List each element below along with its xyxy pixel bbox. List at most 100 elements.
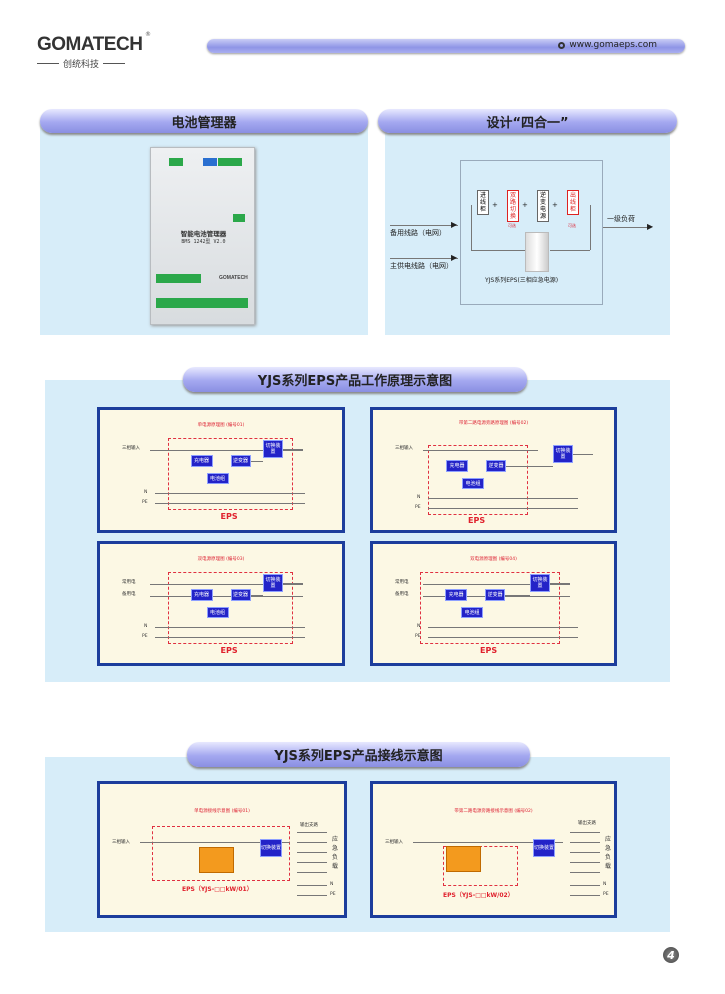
line [250,595,263,596]
n-label: N [603,882,607,887]
website-link[interactable]: www.gomaeps.com [558,40,657,50]
charger-box: 充电器 [445,589,468,601]
line [150,450,303,451]
diagram-title: 单电源原理图 (编号01) [197,423,245,428]
switch-box: 切换装置 [533,839,555,857]
converter-block [199,847,234,873]
line [140,842,290,843]
branch-line [570,842,600,843]
pe-line [155,503,305,504]
charger-box: 充电器 [190,455,213,467]
load-label: 负 [332,854,339,861]
n-line [428,627,578,628]
eps-label: EPS [468,516,486,525]
pe-label: PE [142,500,148,505]
branch-line [570,852,600,853]
line [423,584,570,585]
terminal-block [233,214,245,222]
input-label: 三相输入 [122,446,140,451]
arrow-icon: ▶ [647,222,654,231]
plus-sign: + [522,201,528,209]
switch-box: 切换装置 [530,574,550,592]
n-line [570,885,600,886]
eps-label: EPS [220,512,238,521]
inverter-box: 逆变器 [230,589,251,601]
inverter-box: 逆变器 [230,455,251,467]
pe-line [155,637,305,638]
input-label: 常用电 [395,580,409,585]
load-label: 载 [332,863,339,870]
n-line [155,627,305,628]
branch-line [570,862,600,863]
pe-label: PE [330,892,336,897]
line [390,258,458,259]
n-label: N [417,624,421,629]
n-line [428,498,578,499]
line [150,584,303,585]
line [505,595,530,596]
n-label: N [330,882,334,887]
output-label: 一级负荷 [607,215,635,223]
charger-box: 充电器 [446,460,468,472]
system-frame [460,160,603,305]
module-box-2: 双路切换 [507,190,519,222]
pe-label: PE [415,505,421,510]
eps-boundary [428,445,528,515]
line [573,454,593,455]
diagram-title: 双电源原理图 (编号04) [470,557,517,562]
pe-label: PE [603,892,609,897]
n-line [297,885,327,886]
header-bar: www.gomaeps.com [207,39,685,53]
plus-sign: + [492,201,498,209]
switch-box: 切换装置 [263,440,283,458]
branch-line [297,862,327,863]
four-in-one-heading: 设计“四合一” [378,109,677,133]
line [550,250,590,251]
battery-manager-heading: 电池管理器 [40,109,368,133]
input-label: 三相输入 [385,840,403,845]
backup-input-label: 备用线路（电网） [390,229,446,237]
n-label: N [417,495,421,500]
module-note: 可选 [568,223,576,228]
line [471,205,472,250]
line [150,596,303,597]
n-label: N [144,624,148,629]
input-label: 常用电 [122,580,136,585]
eps-cabinet-image [525,232,549,272]
branch-line [297,872,327,873]
switch-box: 切换装置 [553,445,573,463]
website-url: www.gomaeps.com [569,40,657,50]
line [471,250,526,251]
branch-line [297,852,327,853]
inverter-box: 逆变器 [485,589,506,601]
logo-brand: GOMATECH [37,34,143,55]
diagram-title: 单电源接线示意图 (编号01) [194,809,250,814]
eps-label: EPS（YJS-□□kW/02） [443,892,514,899]
logo-subtitle: 创统科技 [37,57,157,70]
line [283,449,303,450]
pe-line [297,895,327,896]
pe-label: PE [415,634,421,639]
device-name: 智能电池管理器 [180,230,227,238]
pe-line [428,637,578,638]
terminal-block [156,274,201,283]
battery-box: 电池组 [462,478,484,489]
charger-box: 充电器 [190,589,213,601]
plus-sign: + [552,201,558,209]
module-note: 可选 [508,223,516,228]
converter-block [446,846,481,872]
line [413,842,563,843]
line [423,450,538,451]
input-label: 三相输入 [395,446,413,451]
branch-line [297,842,327,843]
globe-icon [558,41,566,49]
eps-boundary [420,572,560,644]
line [250,461,263,462]
inverter-box: 逆变器 [486,460,506,472]
load-label: 应 [332,836,339,843]
load-label: 急 [332,845,339,852]
branch-line [570,872,600,873]
